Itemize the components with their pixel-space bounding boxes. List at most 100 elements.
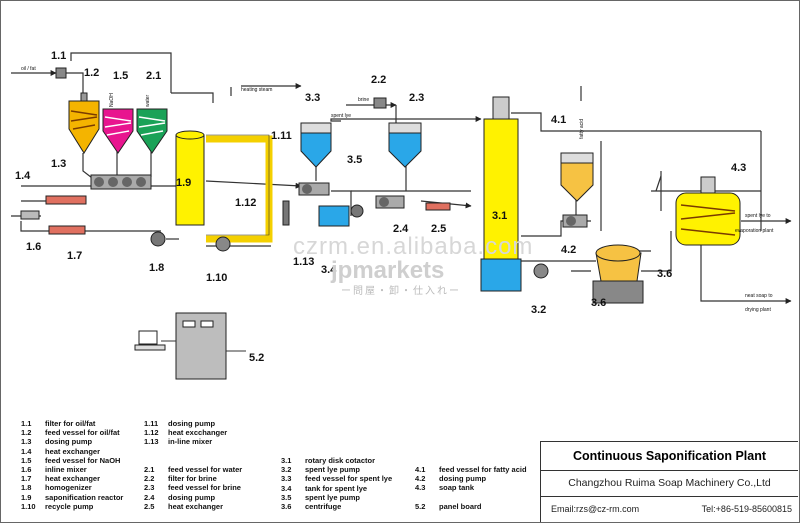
legend-key: 1.11 xyxy=(144,419,159,428)
legend-item: 1.9 saponification reactor xyxy=(21,493,123,502)
legend-value: feed vessel for brine xyxy=(168,483,241,493)
label-4-3: 4.3 xyxy=(731,162,746,174)
legend-key: 2.1 xyxy=(144,465,155,474)
feed-vessel-spent-lye xyxy=(300,122,332,168)
spent-lye-pump-3-2-icon xyxy=(533,263,549,279)
steam-jacket-pipe xyxy=(206,134,273,243)
spent-lye-to-label: spent lye to xyxy=(745,213,771,219)
label-3-4: 3.4 xyxy=(321,264,337,276)
legend-value: panel board xyxy=(439,502,482,511)
legend-item: 1.8 homogenizer xyxy=(21,483,123,492)
legend-value: dosing pump xyxy=(439,474,487,484)
legend-value: heat exchanger xyxy=(45,474,101,484)
legend-value: dosing pump xyxy=(168,492,216,502)
legend-value: filter for brine xyxy=(168,474,217,484)
legend-key: 3.5 xyxy=(281,492,292,502)
brine-label: brine xyxy=(358,97,369,103)
label-3-3: 3.3 xyxy=(305,92,320,104)
legend-value: feed vessel for spent lye xyxy=(305,474,393,484)
feed-vessel-fatty-acid xyxy=(560,152,594,202)
legend-key: 3.1 xyxy=(281,456,292,465)
filter-brine-icon xyxy=(373,97,387,109)
legend-value: feed vessel for oil/fat xyxy=(45,428,120,438)
heat-exchanger-1-7-icon xyxy=(48,225,86,235)
heat-exchanger-2-5-icon xyxy=(425,202,451,211)
label-1-4: 1.4 xyxy=(15,170,31,182)
label-2-5: 2.5 xyxy=(431,223,446,235)
saponification-reactor xyxy=(175,130,205,226)
naoh-label: NaOH xyxy=(109,93,115,107)
label-2-3: 2.3 xyxy=(409,92,424,104)
recycle-pump-icon xyxy=(215,236,231,252)
legend-value: feed vessel for fatty acid xyxy=(439,465,527,474)
filter-oil-icon xyxy=(55,67,67,79)
legend-value: saponification reactor xyxy=(45,492,124,502)
dosing-pumps-cluster xyxy=(90,174,152,190)
legend-key: 3.3 xyxy=(281,474,292,484)
legend-key: 3.2 xyxy=(281,465,292,475)
dosing-pump-4-2 xyxy=(562,214,588,228)
legend-value: soap tank xyxy=(439,483,475,493)
spent-lye-label: spent lye xyxy=(331,113,351,119)
feed-vessel-oil xyxy=(68,92,100,154)
label-1-9: 1.9 xyxy=(176,177,191,189)
legend-key: 1.10 xyxy=(21,501,36,511)
legend-value: heat exchanger xyxy=(168,501,224,511)
legend-value: centrifuge xyxy=(305,502,342,512)
label-1-10: 1.10 xyxy=(206,272,227,284)
homogenizer-icon xyxy=(150,231,166,247)
legend-key: 1.9 xyxy=(21,492,32,502)
label-1-7: 1.7 xyxy=(67,250,82,262)
label-4-2: 4.2 xyxy=(561,244,576,256)
neat-soap-label: neat soap to xyxy=(745,293,773,299)
legend-key: 3.4 xyxy=(281,483,292,493)
heating-steam-label: heating steam xyxy=(241,87,272,93)
label-1-5: 1.5 xyxy=(113,70,128,82)
legend-key: 1.6 xyxy=(21,465,32,475)
legend-value: heat exchanger xyxy=(45,446,101,456)
dosing-pump-2-4 xyxy=(375,195,405,209)
label-1-1: 1.1 xyxy=(51,50,66,62)
legend-value: feed vessel for NaOH xyxy=(45,455,121,465)
spent-lye-pump-3-5-icon xyxy=(350,204,364,218)
process-flow-diagram: 1.1 1.2 1.5 2.1 1.3 1.4 1.6 1.7 1.8 1.9 … xyxy=(11,50,792,380)
feed-vessel-brine xyxy=(388,122,422,168)
label-1-8: 1.8 xyxy=(149,262,164,274)
oil-fat-label: oil / fat xyxy=(21,66,36,72)
label-3-2: 3.2 xyxy=(531,304,546,316)
label-2-1: 2.1 xyxy=(146,70,161,82)
watermark-tagline: ー問屋・卸・仕入れー xyxy=(341,286,461,297)
tank-spent-lye xyxy=(318,205,350,227)
legend-value: dosing pump xyxy=(168,419,216,428)
legend-value: feed vessel for water xyxy=(168,465,243,474)
legend-value: homogenizer xyxy=(45,483,92,493)
legend-key: 1.8 xyxy=(21,483,32,493)
legend-value: inline mixer xyxy=(45,465,87,475)
label-5-2: 5.2 xyxy=(249,352,264,364)
label-1-12: 1.12 xyxy=(235,197,256,209)
watermark-url: czrm.en.alibaba.com xyxy=(293,233,534,260)
label-2-4: 2.4 xyxy=(393,223,409,235)
diagram-title: Continuous Saponification Plant xyxy=(541,442,798,471)
drying-plant-label: drying plant xyxy=(745,307,771,313)
centrifuge xyxy=(592,244,644,304)
feed-vessel-water xyxy=(136,108,168,154)
watermark-brand: jpmarkets xyxy=(331,257,445,284)
evaporation-plant-label: evaporation plant xyxy=(735,228,774,234)
water-label: water xyxy=(145,94,151,107)
company-email: Email:rzs@cz-rm.com xyxy=(551,504,640,514)
company-phone: Tel:+86-519-85600815 xyxy=(701,504,792,514)
